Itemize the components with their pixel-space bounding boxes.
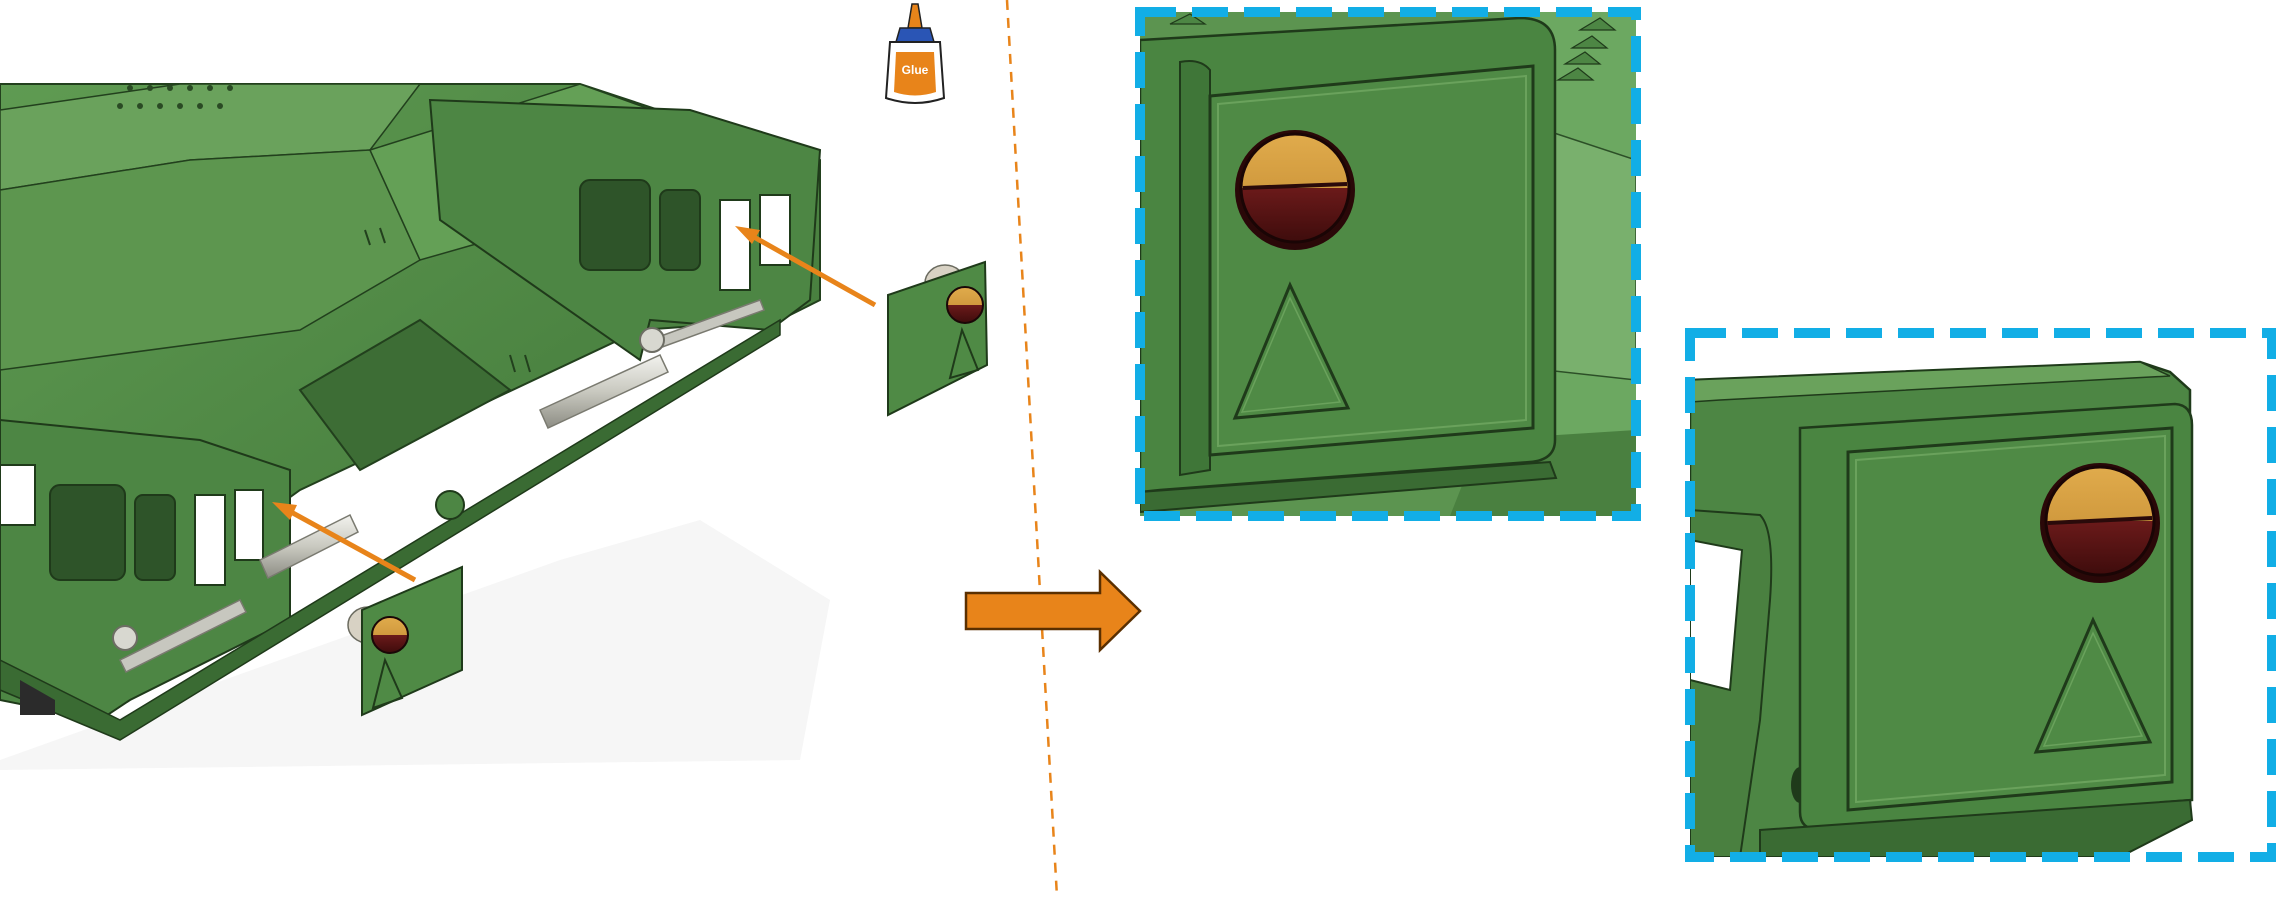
detail-panel-bottom [1690, 333, 2272, 857]
hinge [640, 328, 664, 352]
glue-label: Glue [902, 63, 929, 77]
light-plate-upper [888, 262, 987, 415]
detail-panel-top [1140, 12, 1636, 516]
glue-bottle-icon: Glue [886, 4, 944, 103]
divider-line [1007, 0, 1057, 897]
hitch [436, 491, 464, 519]
process-arrow-icon [966, 572, 1140, 650]
hinge [113, 626, 137, 650]
